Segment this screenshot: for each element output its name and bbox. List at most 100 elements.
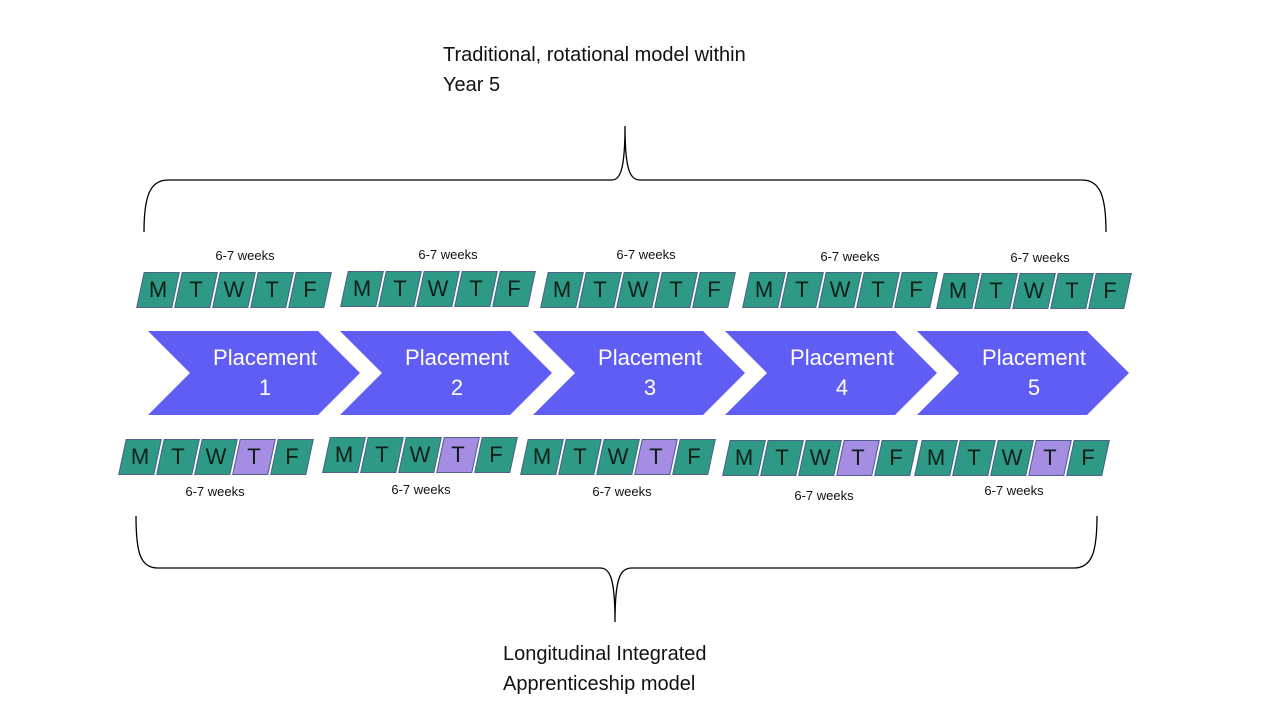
- day-label: T: [189, 277, 203, 302]
- day-cell: M: [746, 272, 782, 308]
- placement-chevron-2: Placement 2: [340, 331, 552, 415]
- day-cell: M: [918, 440, 954, 476]
- day-cell: T: [638, 439, 674, 475]
- chevron-shape: [340, 331, 552, 415]
- day-label: F: [707, 277, 721, 302]
- placement-label-number: 2: [450, 375, 464, 400]
- day-cell: T: [1032, 440, 1068, 476]
- placement-label-number: 5: [1027, 375, 1041, 400]
- top-duration-label-1: 6-7 weeks: [215, 248, 275, 263]
- day-label: W: [1001, 445, 1023, 470]
- day-label: W: [409, 442, 431, 467]
- chevron-shape: [148, 331, 360, 415]
- placement-label-number: 3: [643, 375, 657, 400]
- day-label: T: [1065, 278, 1079, 303]
- placement-label: Placement 2: [362, 343, 552, 403]
- day-cell: W: [822, 272, 858, 308]
- placement-label: Placement 1: [170, 343, 360, 403]
- day-cell: M: [524, 439, 560, 475]
- day-cell: W: [994, 440, 1030, 476]
- day-cell: W: [402, 437, 438, 473]
- day-label: F: [909, 277, 923, 302]
- top-duration-label-5: 6-7 weeks: [1010, 250, 1070, 265]
- day-label: M: [552, 277, 572, 302]
- day-cell: T: [440, 437, 476, 473]
- day-cell: T: [382, 271, 418, 307]
- day-cell: T: [562, 439, 598, 475]
- day-cell: M: [122, 439, 158, 475]
- placement-chevron-3: Placement 3: [533, 331, 745, 415]
- day-label: M: [532, 444, 552, 469]
- day-cell: F: [274, 439, 310, 475]
- placement-label-number: 1: [258, 375, 272, 400]
- day-label: T: [393, 276, 407, 301]
- day-cell: T: [860, 272, 896, 308]
- day-label: T: [669, 277, 683, 302]
- day-cell: T: [254, 272, 290, 308]
- day-label: M: [334, 442, 354, 467]
- day-cell: F: [696, 272, 732, 308]
- day-cell: W: [198, 439, 234, 475]
- placement-label-line1: Placement: [790, 345, 894, 370]
- day-cell: F: [292, 272, 328, 308]
- day-label: F: [1103, 278, 1117, 303]
- placement-label-line1: Placement: [213, 345, 317, 370]
- top-duration-label-3: 6-7 weeks: [616, 247, 676, 262]
- placement-label-line1: Placement: [598, 345, 702, 370]
- placement-label: Placement 3: [555, 343, 745, 403]
- day-label: F: [1081, 445, 1095, 470]
- top-duration-label-4: 6-7 weeks: [820, 249, 880, 264]
- day-label: T: [871, 277, 885, 302]
- day-label: T: [989, 278, 1003, 303]
- day-cell: W: [802, 440, 838, 476]
- day-label: F: [507, 276, 521, 301]
- chevron-shape: [533, 331, 745, 415]
- day-label: T: [775, 445, 789, 470]
- day-label: F: [889, 445, 903, 470]
- day-label: W: [1023, 278, 1045, 303]
- placement-label-line1: Placement: [405, 345, 509, 370]
- day-label: T: [265, 277, 279, 302]
- day-cell: W: [216, 272, 252, 308]
- day-label: T: [795, 277, 809, 302]
- day-label: M: [352, 276, 372, 301]
- day-label: M: [926, 445, 946, 470]
- day-cell: F: [478, 437, 514, 473]
- day-cell: W: [620, 272, 656, 308]
- day-label: M: [148, 277, 168, 302]
- bottom-duration-label-5: 6-7 weeks: [984, 483, 1044, 498]
- day-label: F: [285, 444, 299, 469]
- day-cell: T: [784, 272, 820, 308]
- bottom-title: Longitudinal Integrated Apprenticeship m…: [503, 643, 707, 695]
- chevron-shape: [725, 331, 937, 415]
- day-cell: M: [326, 437, 362, 473]
- day-cell: M: [726, 440, 762, 476]
- day-label: T: [593, 277, 607, 302]
- day-label: T: [967, 445, 981, 470]
- day-cell: F: [878, 440, 914, 476]
- placement-label-number: 4: [835, 375, 849, 400]
- day-cell: T: [978, 273, 1014, 309]
- top-brace: [143, 125, 1107, 233]
- day-cell: T: [364, 437, 400, 473]
- top-title: Traditional, rotational model within Yea…: [443, 44, 746, 96]
- day-cell: M: [940, 273, 976, 309]
- day-label: M: [754, 277, 774, 302]
- day-label: W: [627, 277, 649, 302]
- day-label: T: [573, 444, 587, 469]
- day-label: T: [375, 442, 389, 467]
- day-label: F: [489, 442, 503, 467]
- bottom-duration-label-2: 6-7 weeks: [391, 482, 451, 497]
- day-cell: T: [658, 272, 694, 308]
- day-cell: T: [956, 440, 992, 476]
- day-label: T: [649, 444, 663, 469]
- day-label: T: [247, 444, 261, 469]
- day-cell: T: [236, 439, 272, 475]
- day-label: T: [851, 445, 865, 470]
- bottom-duration-label-1: 6-7 weeks: [185, 484, 245, 499]
- day-cell: T: [840, 440, 876, 476]
- top-duration-label-2: 6-7 weeks: [418, 247, 478, 262]
